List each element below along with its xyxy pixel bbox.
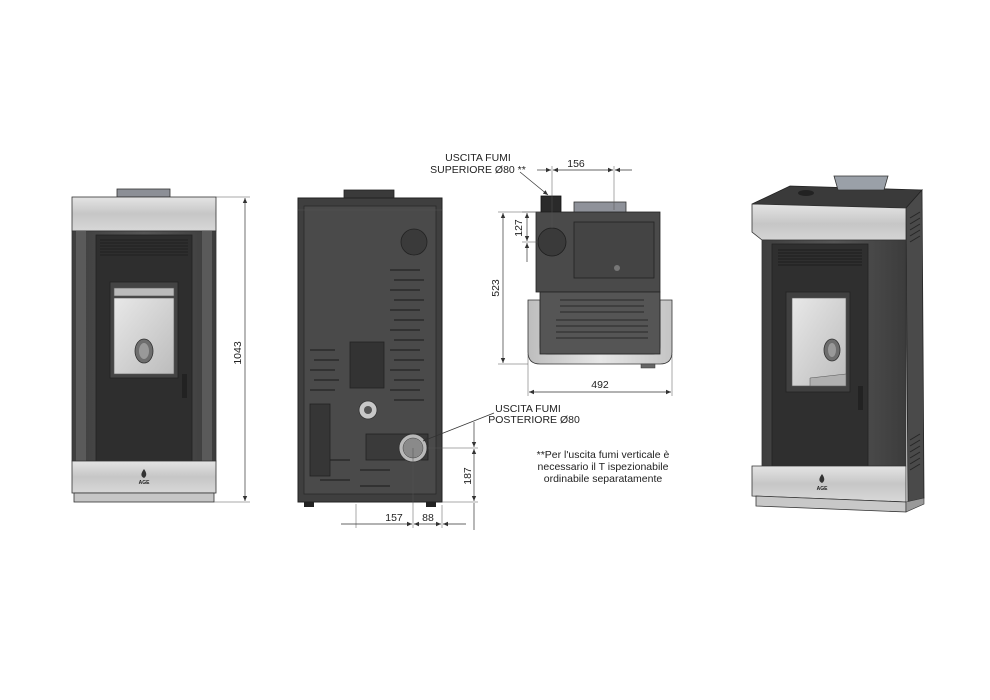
- iso-burner-hole: [828, 343, 836, 357]
- front-logo: AGE: [139, 469, 151, 486]
- iso-side-vents: [909, 211, 921, 471]
- front-fire-grate: [113, 287, 175, 297]
- rear-air-intake-circle: [400, 228, 428, 256]
- iso-grate: [809, 373, 847, 387]
- iso-logo: AGE: [817, 474, 829, 492]
- rear-view: [297, 189, 443, 507]
- top-foot: [640, 363, 656, 369]
- iso-right-side: [905, 188, 925, 511]
- front-view: AGE: [71, 188, 217, 503]
- dim-rear-height-label: 187: [462, 467, 474, 485]
- top-outlet-callout: USCITA FUMI SUPERIORE Ø80 **: [430, 152, 549, 196]
- vertical-outlet-note: **Per l'uscita fumi verticale è necessar…: [537, 449, 670, 485]
- front-left-side-strip: [76, 231, 86, 461]
- rear-left-panel: [309, 403, 331, 477]
- dimension-top-492: 492: [527, 354, 673, 396]
- iso-top-band: [751, 203, 907, 245]
- note-line1: **Per l'uscita fumi verticale è: [537, 449, 670, 461]
- iso-door-grille: [778, 249, 862, 266]
- rear-outlet-label-line1: USCITA FUMI: [495, 403, 561, 415]
- iso-base-side: [905, 497, 925, 513]
- dimension-top-523: 523: [490, 211, 536, 365]
- dim-top-width-label: 492: [591, 379, 609, 391]
- dimension-rear-height: 187: [428, 422, 478, 530]
- dim-rear-pipe-label: 88: [422, 512, 434, 524]
- rear-slots: [310, 269, 424, 487]
- top-flue-circle: [537, 227, 567, 257]
- dim-rear-side-label: 157: [385, 512, 403, 524]
- front-burner-hole: [139, 343, 149, 359]
- top-outlet-label-line1: USCITA FUMI: [445, 152, 511, 164]
- top-view: [527, 195, 673, 369]
- isometric-view: AGE: [751, 175, 925, 513]
- top-grille-area: [539, 291, 661, 355]
- iso-door-handle: [858, 386, 863, 410]
- front-vent-grille: [100, 239, 188, 256]
- dim-height-label: 1043: [232, 341, 244, 365]
- iso-logo-text: AGE: [817, 486, 829, 492]
- dim-top-length-label: 523: [490, 279, 502, 297]
- rear-foot-left: [304, 502, 314, 507]
- rear-fan-knob-center: [364, 406, 372, 414]
- front-logo-text: AGE: [139, 480, 151, 486]
- flame-icon: [141, 469, 147, 478]
- dim-top-depth-label: 156: [567, 158, 585, 170]
- rear-outlet-callout: USCITA FUMI POSTERIORE Ø80: [422, 403, 580, 442]
- rear-outlet-label-line2: POSTERIORE Ø80: [488, 414, 580, 426]
- front-door-handle: [182, 374, 187, 398]
- note-line3: ordinabile separatamente: [544, 473, 663, 485]
- front-top-handle: [116, 188, 171, 198]
- dimension-top-127: 127: [513, 211, 540, 262]
- iso-flue-top: [798, 190, 814, 196]
- dimension-height: 1043: [214, 196, 250, 503]
- iso-flame-icon: [819, 474, 825, 483]
- front-top-band: [71, 196, 217, 232]
- note-line2: necessario il T ispezionabile: [538, 461, 669, 473]
- top-grille-lines: [556, 299, 648, 339]
- top-outlet-pipe: [540, 195, 562, 213]
- front-base: [73, 492, 215, 503]
- rear-foot-right: [426, 502, 436, 507]
- dimension-rear-bottom: 157 88: [341, 448, 466, 528]
- top-outlet-label-line2: SUPERIORE Ø80 **: [430, 164, 526, 176]
- dimension-top-156: 156: [537, 158, 632, 228]
- dim-top-offset-label: 127: [513, 219, 525, 237]
- iso-hopper-handle: [833, 175, 889, 191]
- top-hopper-lid: [573, 221, 655, 279]
- front-right-side-strip: [202, 231, 212, 461]
- top-lid-knob: [614, 265, 620, 271]
- rear-center-panel: [349, 341, 385, 389]
